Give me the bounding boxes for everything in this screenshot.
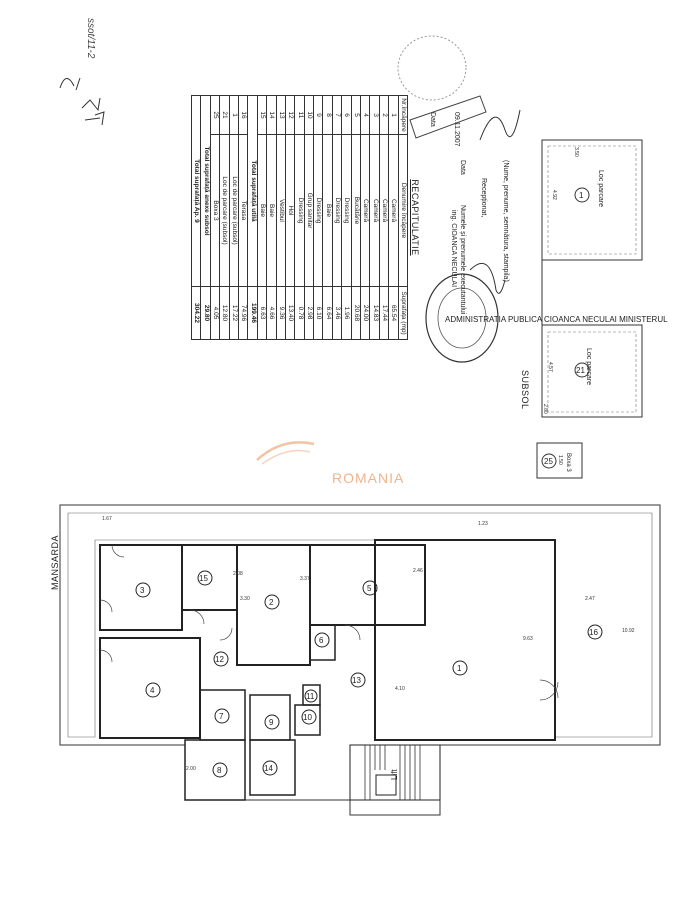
svg-text:1.67: 1.67 — [102, 516, 112, 522]
subsol-1-num: 1 — [579, 191, 584, 200]
stairs — [364, 745, 421, 800]
svg-text:5: 5 — [367, 584, 372, 593]
margin-scribble-2 — [59, 77, 81, 91]
subsol-outline-21 — [541, 324, 643, 418]
round-stamp-mid-inner — [437, 287, 487, 349]
lift-shaft — [349, 744, 441, 801]
svg-text:2.00: 2.00 — [186, 766, 196, 772]
signature-scribble — [469, 109, 521, 294]
room-15-walls — [181, 544, 238, 611]
subsol-21-num-circle — [574, 362, 590, 378]
watermark-text: ROMANIA — [332, 470, 405, 486]
lift-box — [375, 774, 397, 796]
svg-text:4: 4 — [150, 686, 155, 695]
room-2-walls — [236, 544, 311, 666]
room-9-walls — [249, 694, 291, 741]
svg-text:8: 8 — [217, 766, 222, 775]
margin-scribble — [81, 97, 105, 126]
svg-text:11: 11 — [306, 692, 315, 701]
room-1-walls — [374, 539, 556, 741]
subsol-outline-21-inner — [547, 331, 637, 413]
svg-text:2.46: 2.46 — [413, 568, 423, 574]
svg-text:9: 9 — [269, 718, 274, 727]
room-3-walls — [99, 544, 183, 631]
box-outline — [536, 442, 583, 479]
svg-text:1.23: 1.23 — [478, 521, 488, 527]
round-stamp-mid — [425, 273, 499, 363]
svg-text:7: 7 — [219, 712, 224, 721]
subsol-outline-1-inner — [547, 145, 637, 255]
svg-text:16: 16 — [589, 628, 598, 637]
svg-text:2: 2 — [269, 598, 274, 607]
svg-text:10.92: 10.92 — [622, 628, 635, 634]
room-11-walls — [302, 684, 321, 706]
subsol-1-num-circle — [574, 187, 590, 203]
svg-text:2.08: 2.08 — [233, 571, 243, 577]
round-stamp-mid-text: ADMINISTRATIA PUBLICA CIOANCA NECULAI MI… — [445, 315, 668, 324]
svg-text:14: 14 — [264, 764, 273, 773]
svg-text:12: 12 — [215, 655, 224, 664]
room-numbers: 1 2 3 4 5 6 7 8 9 10 11 12 13 14 15 16 — [135, 570, 603, 778]
svg-text:9.63: 9.63 — [523, 636, 533, 642]
room-6-walls — [309, 624, 336, 661]
svg-text:6: 6 — [319, 636, 324, 645]
dimension-texts: 10.92 9.63 2.47 1.67 1.23 3.30 3.37 2.46… — [102, 516, 635, 772]
box-num-circle — [541, 453, 557, 469]
diagonal-stamp — [409, 95, 487, 139]
room-8-walls — [184, 739, 246, 801]
room-4-walls — [99, 637, 201, 739]
watermark-swoosh — [256, 441, 315, 465]
door-swings — [99, 544, 559, 701]
svg-text:13: 13 — [352, 676, 361, 685]
svg-text:10: 10 — [303, 713, 312, 722]
svg-text:3: 3 — [140, 586, 145, 595]
subsol-outline-1 — [541, 139, 643, 261]
svg-text:1: 1 — [457, 664, 462, 673]
svg-text:15: 15 — [199, 574, 208, 583]
svg-text:2.47: 2.47 — [585, 596, 595, 602]
svg-text:3.30: 3.30 — [240, 596, 250, 602]
svg-text:3.37: 3.37 — [300, 576, 310, 582]
svg-text:4.10: 4.10 — [395, 686, 405, 692]
terrace-outline — [59, 504, 661, 816]
box-num: 25 — [544, 457, 553, 466]
subsol-21-num: 21 — [576, 366, 585, 375]
round-stamp-top — [397, 35, 467, 101]
